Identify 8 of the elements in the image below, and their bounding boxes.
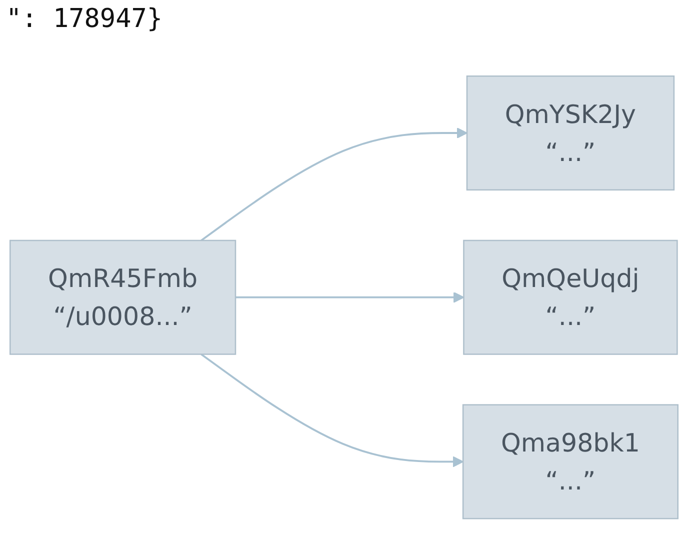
arrow (235, 292, 464, 304)
node-box: QmQeUqdj “...” (463, 240, 678, 356)
node-box: QmR45Fmb “/u0008...” (9, 240, 236, 356)
arrow (200, 354, 464, 468)
node-box: Qma98bk1 “...” (462, 404, 679, 520)
node-box: QmYSK2Jy “...” (466, 76, 675, 191)
arrow (200, 128, 468, 242)
code-text: ": 178947} (6, 4, 163, 34)
